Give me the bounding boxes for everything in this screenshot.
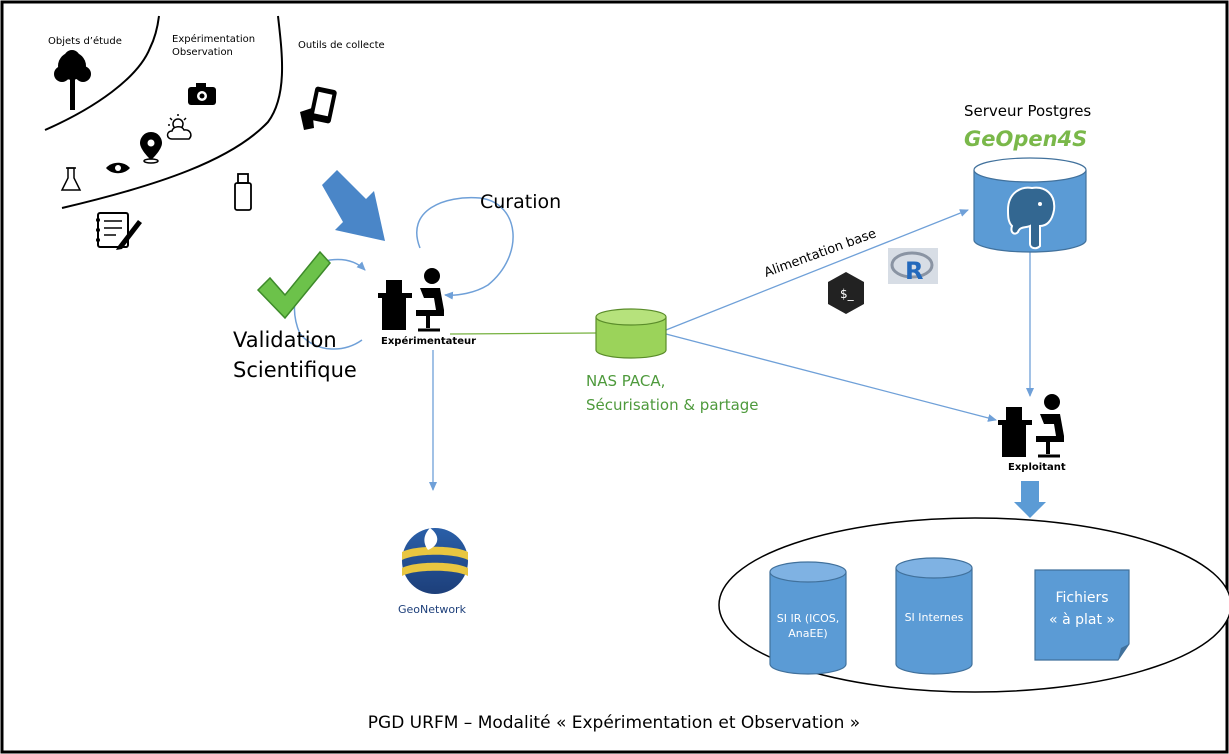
notebook-icon bbox=[96, 212, 142, 250]
nas-label-line1: NAS PACA, bbox=[586, 372, 665, 390]
weather-icon bbox=[166, 114, 192, 140]
si-internes-label: SI Internes bbox=[905, 611, 964, 624]
arrow-nas-postgres bbox=[665, 209, 969, 331]
down-arrow-to-stores bbox=[1014, 481, 1046, 518]
location-pin-icon bbox=[140, 132, 162, 164]
experimenter-icon bbox=[378, 268, 444, 332]
exploitant-label: Exploitant bbox=[1008, 462, 1066, 473]
si-ir-label-line1: SI IR (ICOS, bbox=[777, 612, 839, 625]
nas-cylinder bbox=[595, 308, 667, 359]
r-language-icon: R bbox=[888, 248, 938, 285]
validation-label-line1: Validation bbox=[233, 328, 337, 352]
curation-loop-arrow bbox=[416, 196, 514, 300]
footer-caption: PGD URFM – Modalité « Expérimentation et… bbox=[368, 713, 860, 733]
si-internes-cylinder bbox=[895, 557, 973, 675]
big-flow-arrow bbox=[322, 170, 385, 241]
si-ir-cylinder bbox=[769, 561, 847, 675]
experimenter-label: Expérimentateur bbox=[381, 335, 476, 347]
zone-label-observation: Observation bbox=[172, 47, 233, 58]
server-label: Serveur Postgres bbox=[964, 102, 1091, 120]
svg-text:R: R bbox=[905, 257, 923, 285]
link-experimenter-nas bbox=[449, 332, 597, 335]
flat-files-document bbox=[1034, 569, 1130, 661]
zone-label-experimentation: Expérimentation bbox=[172, 33, 255, 45]
curation-label: Curation bbox=[480, 191, 561, 213]
flat-files-label-line1: Fichiers bbox=[1055, 590, 1108, 606]
arrow-nas-exploitant bbox=[665, 333, 997, 422]
validation-label-line2: Scientifique bbox=[233, 358, 357, 382]
mobile-device-icon bbox=[300, 86, 337, 130]
postgresql-elephant-icon bbox=[1006, 186, 1056, 250]
zone-curve-inner bbox=[44, 15, 160, 131]
zone-label-objects: Objets d’étude bbox=[48, 35, 122, 47]
camera-icon bbox=[188, 83, 216, 105]
zone-label-tools: Outils de collecte bbox=[298, 40, 385, 51]
exploitant-icon bbox=[998, 394, 1064, 458]
flask-icon bbox=[60, 167, 82, 191]
geonetwork-logo-text: GeoNetwork bbox=[398, 603, 467, 616]
tree-icon bbox=[54, 50, 91, 110]
usb-stick-icon bbox=[234, 173, 252, 211]
flat-files-label-line2: « à plat » bbox=[1049, 612, 1115, 628]
geonetwork-logo bbox=[402, 528, 468, 594]
eye-icon bbox=[106, 162, 130, 174]
shell-script-icon: $_ bbox=[828, 272, 864, 314]
zone-curve-outer bbox=[61, 15, 284, 209]
check-mark-icon bbox=[256, 250, 331, 320]
svg-text:$_: $_ bbox=[840, 287, 855, 301]
nas-label-line2: Sécurisation & partage bbox=[586, 396, 759, 414]
si-ir-label-line2: AnaEE) bbox=[788, 627, 827, 640]
geopen-logo: GeOpen4S bbox=[964, 127, 1087, 151]
